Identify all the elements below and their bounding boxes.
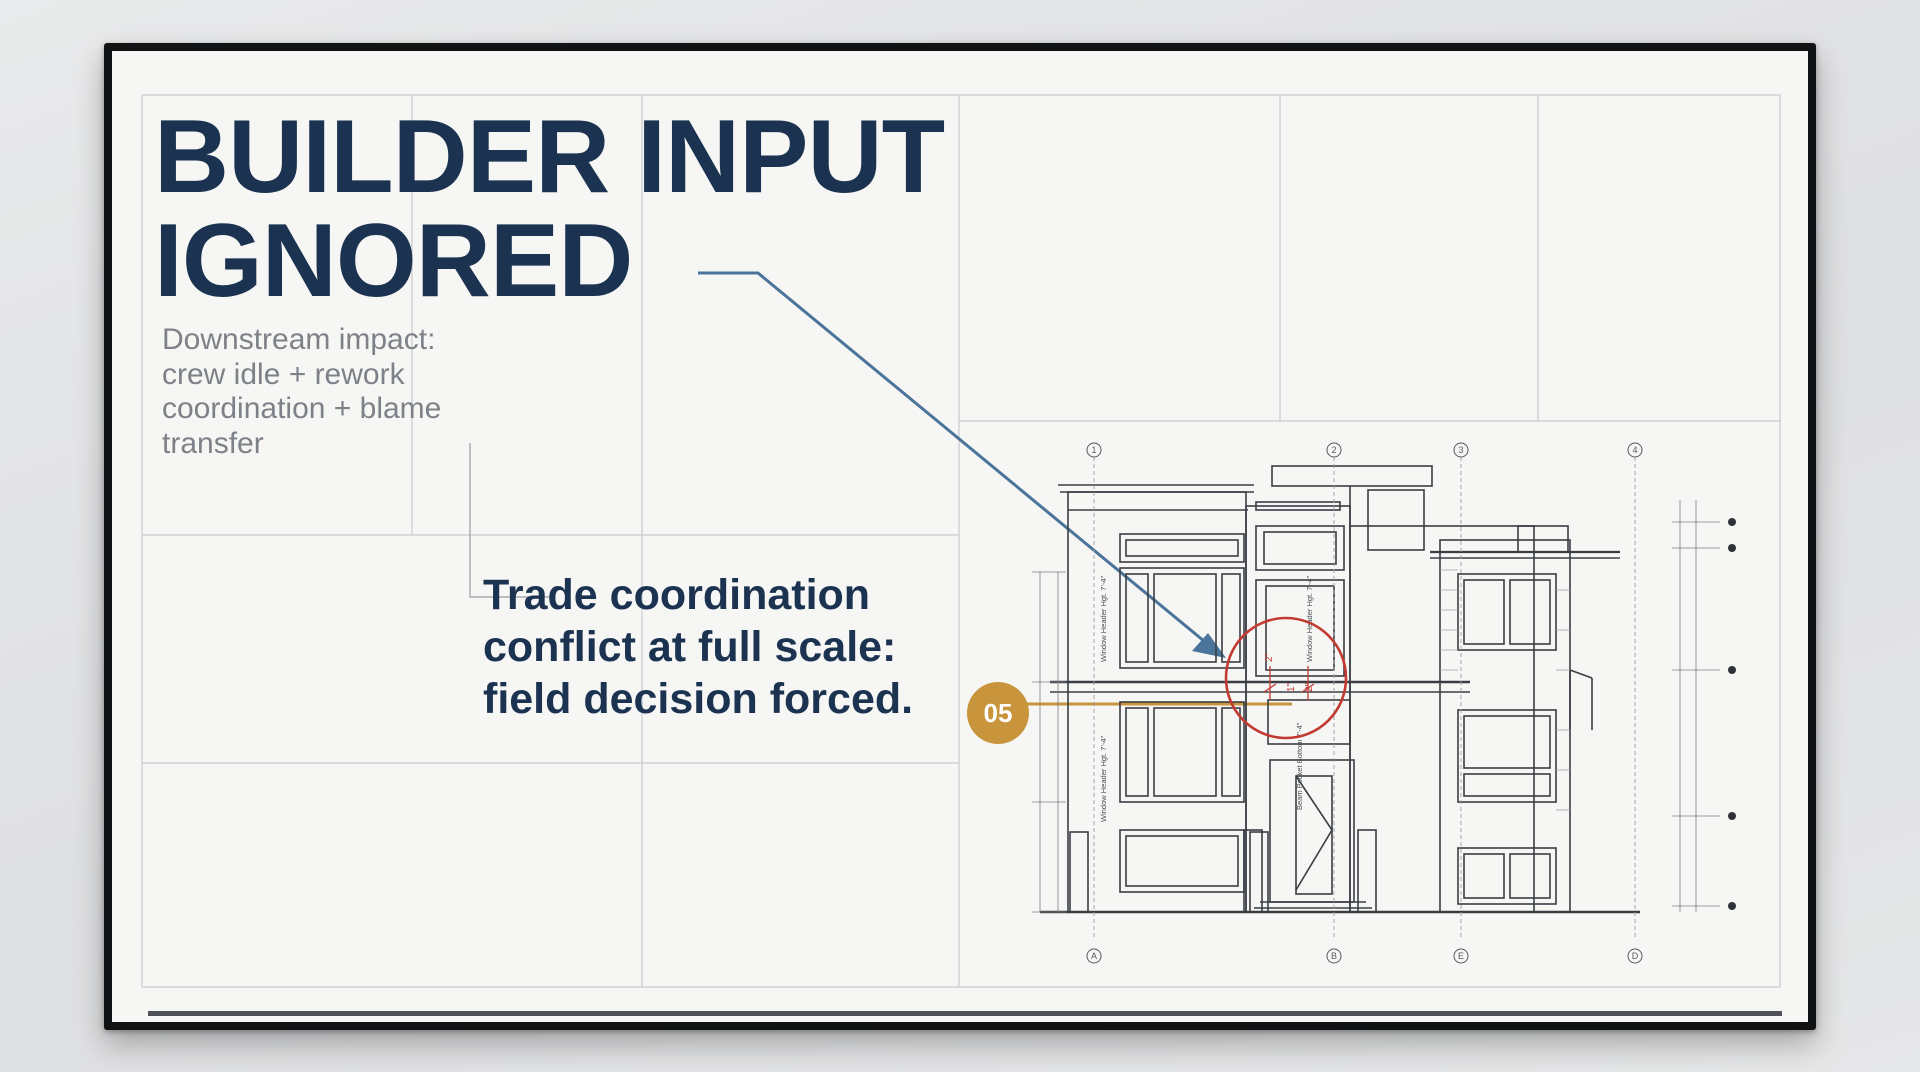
callout-window-header-1: Window Header Hgt. 7'-4"	[1099, 575, 1108, 662]
impact-text: Downstream impact: crew idle + rework co…	[162, 323, 442, 460]
title-line-2: IGNORED	[154, 203, 633, 319]
title-arrow	[698, 271, 1211, 648]
slide-title: BUILDER INPUT IGNORED	[154, 99, 945, 319]
marker-top-1: 1	[1091, 445, 1096, 455]
step-badge: 05	[967, 682, 1029, 744]
background-grid	[141, 94, 1781, 988]
marker-bottom-a: A	[1091, 951, 1097, 961]
marker-top-2: 2	[1331, 445, 1336, 455]
picture-frame: BUILDER INPUT IGNORED Downstream impact:…	[104, 43, 1816, 1030]
title-line-1: BUILDER INPUT	[154, 99, 945, 215]
conflict-dim-1: 2"	[1264, 652, 1275, 662]
bottom-rule	[148, 1011, 1782, 1016]
building-elevation-drawing: 1 2 3 4 A B E D Window Header Hgt. 7'-4"…	[1032, 442, 1736, 964]
arrowhead-icon	[1192, 633, 1226, 658]
blueprint-board: BUILDER INPUT IGNORED Downstream impact:…	[112, 51, 1808, 1022]
callout-beam-pocket: Beam Pocket Bottom 7'-4"	[1295, 722, 1304, 810]
conflict-dim-2: 1"	[1286, 682, 1297, 692]
marker-bottom-d: D	[1632, 951, 1639, 961]
conflict-circle	[1224, 616, 1348, 740]
callout-window-header-2: Window Header Hgt. 7'-4"	[1099, 735, 1108, 822]
marker-bottom-e: E	[1458, 951, 1464, 961]
impact-leader-line	[469, 443, 555, 598]
conflict-text: Trade coordination conflict at full scal…	[483, 571, 914, 723]
marker-top-4: 4	[1632, 445, 1637, 455]
conflict-dim-3: 2"	[1304, 682, 1315, 692]
marker-bottom-b: B	[1331, 951, 1337, 961]
marker-top-3: 3	[1458, 445, 1463, 455]
callout-window-header-3: Window Header Hgt. 7'-4"	[1305, 575, 1314, 662]
